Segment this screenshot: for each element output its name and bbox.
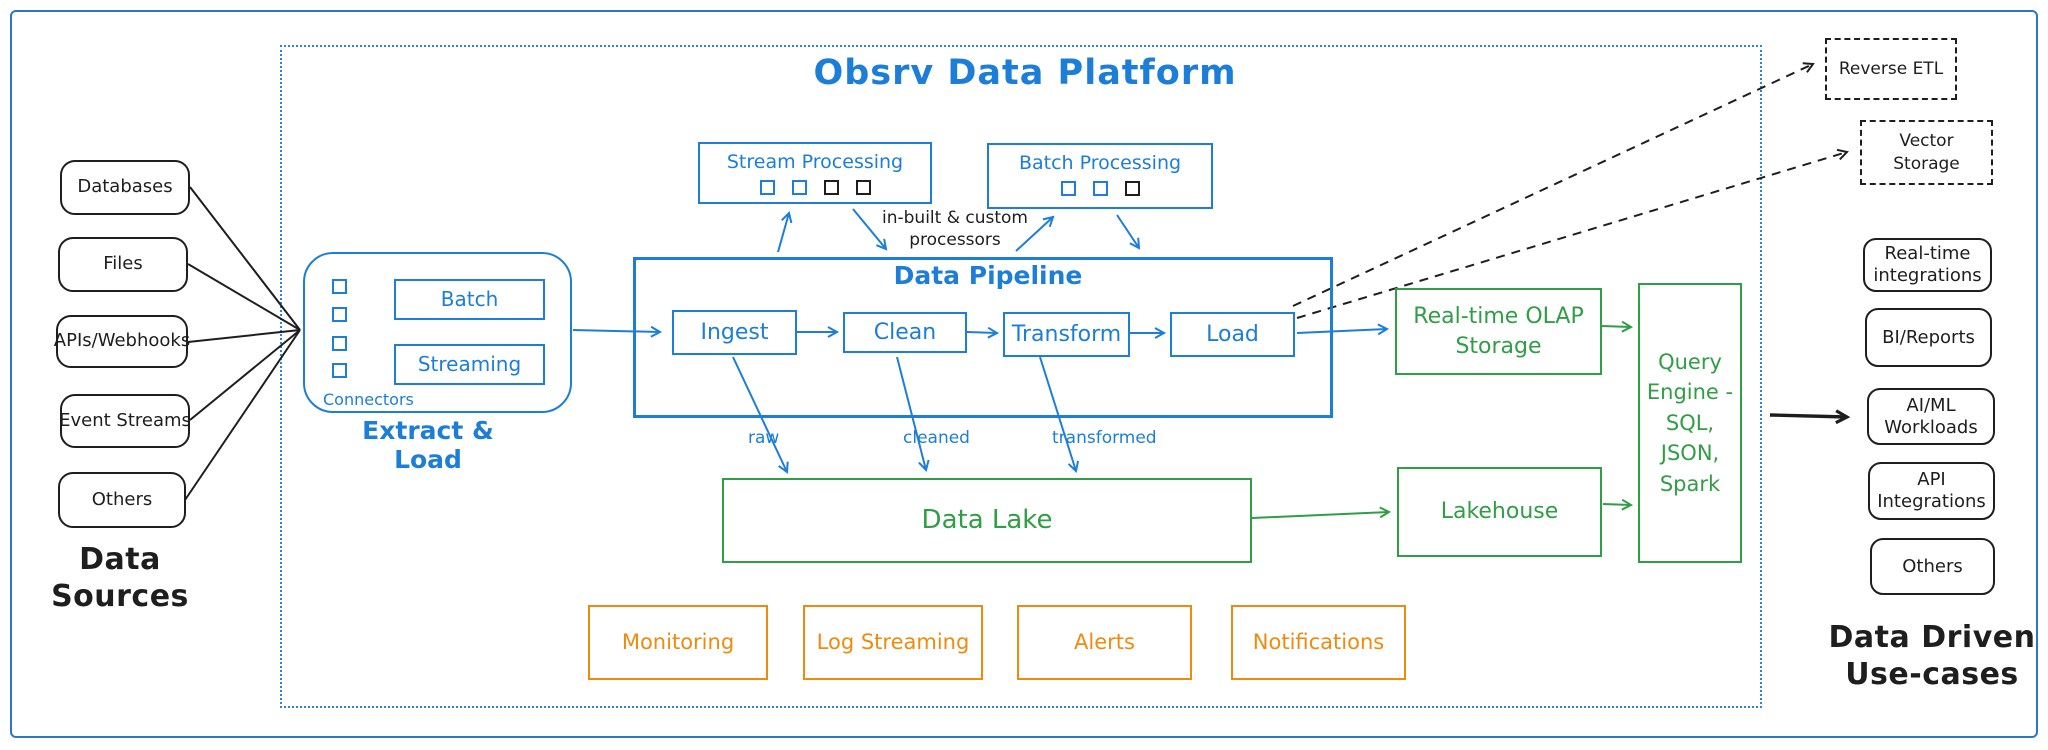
processor-square — [1092, 181, 1108, 196]
connectors-label: Connectors — [323, 390, 414, 409]
processor-square — [1124, 181, 1140, 196]
processors-note-line1: in-built & custom — [882, 208, 1028, 228]
source-others: Others — [58, 472, 186, 528]
use-cases-label-line2: Use-cases — [1845, 657, 2019, 692]
lakehouse-box: Lakehouse — [1397, 467, 1602, 557]
connector-square — [332, 336, 347, 351]
notifications-box: Notifications — [1231, 605, 1406, 680]
edge-pipeline-to-stream-processing — [777, 211, 793, 253]
extract-load-container: Batch Streaming Connectors — [303, 252, 572, 413]
data-pipeline-label: Data Pipeline — [893, 260, 1083, 290]
use-cases-label: Data Driven Use-cases — [1822, 619, 2042, 693]
stream-processing-label: Stream Processing — [726, 151, 904, 173]
data-sources-label: Data Sources — [51, 541, 189, 615]
edge-eventstreams-connectors — [189, 329, 301, 421]
processor-square — [855, 180, 871, 195]
source-files: Files — [58, 237, 188, 292]
edge-others-connectors — [184, 329, 301, 501]
usecase-api-integrations: API Integrations — [1868, 462, 1995, 520]
source-databases: Databases — [60, 160, 190, 215]
olap-storage-box: Real-time OLAP Storage — [1395, 288, 1602, 375]
edge-apis-connectors — [187, 329, 301, 343]
flow-label-transformed: transformed — [1052, 428, 1157, 448]
edge-load-to-reverse-etl — [1292, 62, 1815, 307]
edge-lakehouse-to-queryengine — [1602, 498, 1634, 511]
vector-storage-line2: Storage — [1893, 153, 1960, 174]
batch-processing-box: Batch Processing — [987, 143, 1213, 209]
query-engine-box: Query Engine - SQL, JSON, Spark — [1638, 283, 1742, 563]
connector-square — [332, 363, 347, 378]
edge-olap-to-queryengine — [1601, 320, 1634, 333]
stage-transform: Transform — [1003, 312, 1130, 357]
source-event-streams: Event Streams — [59, 394, 191, 448]
processor-square — [791, 180, 807, 195]
stage-ingest: Ingest — [672, 310, 797, 355]
edge-extract-to-ingest — [572, 325, 663, 338]
use-cases-label-line1: Data Driven — [1828, 619, 2036, 655]
edge-databases-connectors — [189, 186, 301, 331]
source-apis-webhooks: APIs/Webhooks — [54, 315, 190, 368]
reverse-etl-box: Reverse ETL — [1825, 38, 1957, 100]
processors-note: in-built & custom processors — [872, 207, 1038, 251]
platform-title: Obsrv Data Platform — [813, 52, 1237, 93]
edge-clean-to-transform — [966, 326, 1000, 339]
edge-platform-to-usecases — [1769, 409, 1851, 425]
edge-cleaned-to-datalake — [896, 356, 930, 472]
stage-clean: Clean — [843, 312, 967, 353]
monitoring-box: Monitoring — [588, 605, 768, 680]
batch-processing-label: Batch Processing — [1018, 152, 1182, 174]
processor-square — [759, 180, 775, 195]
platform-boundary — [280, 45, 1762, 708]
streaming-connector-box: Streaming — [394, 344, 545, 385]
flow-label-raw: raw — [748, 428, 780, 448]
outer-border — [10, 10, 2038, 738]
processors-note-line2: processors — [909, 230, 1001, 251]
edge-pipeline-to-batch-processing — [1015, 215, 1055, 252]
vector-storage-line1: Vector — [1899, 131, 1954, 152]
data-lake-box: Data Lake — [722, 478, 1252, 563]
extract-load-label: Extract & Load — [362, 416, 494, 474]
edge-batch-processing-to-pipeline — [1116, 214, 1141, 250]
connector-square — [332, 279, 347, 294]
batch-connector-box: Batch — [394, 279, 545, 320]
processor-square — [823, 180, 839, 195]
usecase-ai-ml-workloads: AI/ML Workloads — [1867, 388, 1995, 445]
stream-processing-box: Stream Processing — [698, 142, 932, 204]
log-streaming-box: Log Streaming — [803, 605, 983, 680]
processor-square — [1060, 181, 1076, 196]
usecase-bi-reports: BI/Reports — [1865, 308, 1992, 367]
stage-load: Load — [1170, 312, 1295, 357]
data-pipeline-container — [633, 257, 1333, 418]
connector-square — [332, 307, 347, 322]
edge-stream-processing-to-pipeline — [852, 208, 888, 251]
vector-storage-box: Vector Storage — [1860, 120, 1993, 185]
usecase-realtime-integrations: Real-time integrations — [1863, 238, 1992, 292]
edge-raw-to-datalake — [732, 356, 789, 474]
edge-transformed-to-datalake — [1039, 356, 1080, 473]
edge-load-to-olap — [1296, 323, 1390, 336]
alerts-box: Alerts — [1017, 605, 1192, 680]
edge-datalake-to-lakehouse — [1251, 506, 1392, 519]
edge-files-connectors — [187, 263, 301, 331]
usecase-others: Others — [1870, 538, 1995, 595]
